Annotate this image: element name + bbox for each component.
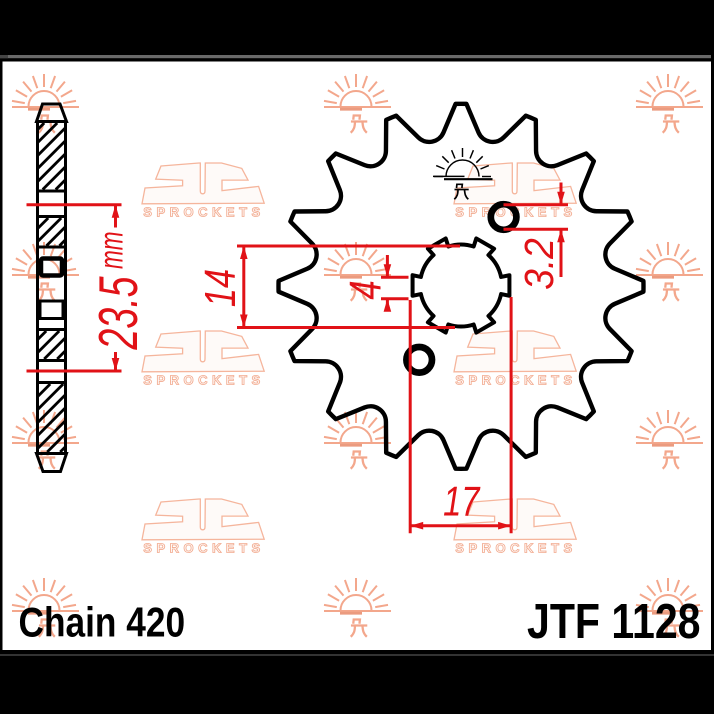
svg-text:Chain 420: Chain 420 bbox=[19, 600, 186, 647]
svg-text:4: 4 bbox=[341, 280, 390, 299]
svg-text:14: 14 bbox=[196, 269, 245, 307]
svg-text:3.2: 3.2 bbox=[518, 238, 563, 290]
svg-text:17: 17 bbox=[443, 478, 481, 525]
svg-text:JTF 1128: JTF 1128 bbox=[527, 593, 701, 648]
